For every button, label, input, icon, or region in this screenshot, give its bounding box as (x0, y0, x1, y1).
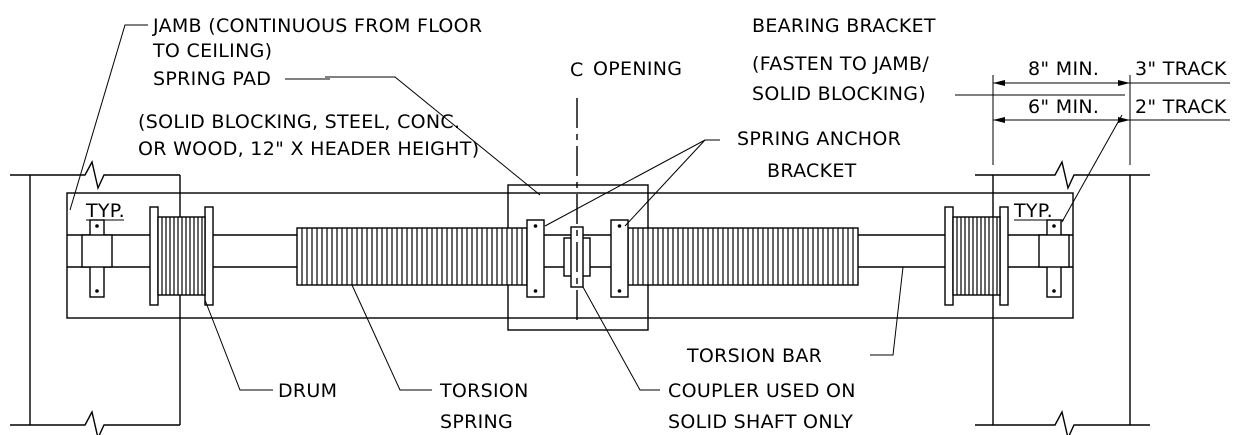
dimension-lines (955, 75, 1230, 165)
label-spring-pad-1: SPRING PAD (153, 68, 271, 90)
right-drum (944, 206, 1009, 306)
header-outline (66, 192, 1074, 319)
label-typ-left: TYP. (85, 200, 125, 222)
label-center-symbol: C (570, 59, 584, 81)
label-spring-pad-2: (SOLID BLOCKING, STEEL, CONC. (138, 111, 460, 133)
label-bearing-bracket-3: SOLID BLOCKING) (752, 83, 926, 105)
label-dim-6-min: 6" MIN. (1028, 96, 1099, 118)
left-torsion-spring (296, 227, 528, 286)
label-spring-anchor-1: SPRING ANCHOR (737, 128, 901, 150)
label-bearing-bracket-1: BEARING BRACKET (752, 15, 936, 37)
label-opening: OPENING (593, 58, 682, 80)
label-jamb-1: JAMB (CONTINUOUS FROM FLOOR (152, 15, 482, 37)
label-bearing-bracket-2: (FASTEN TO JAMB/ (752, 53, 929, 75)
label-track-3: 3" TRACK (1135, 58, 1227, 80)
label-dim-8-min: 8" MIN. (1028, 58, 1099, 80)
label-spring-pad-3: OR WOOD, 12" X HEADER HEIGHT) (138, 138, 479, 160)
right-spring-anchor-bracket (610, 219, 629, 298)
left-drum (149, 206, 214, 306)
label-spring-anchor-2: BRACKET (767, 160, 857, 182)
label-torsion-bar: TORSION BAR (686, 345, 822, 367)
label-track-2: 2" TRACK (1135, 96, 1227, 118)
label-torsion-spring-2: SPRING (440, 411, 513, 433)
labels: JAMB (CONTINUOUS FROM FLOOR TO CEILING) … (85, 15, 1227, 433)
label-jamb-2: TO CEILING) (152, 40, 272, 62)
label-coupler-2: SOLID SHAFT ONLY (668, 411, 853, 433)
label-torsion-spring-1: TORSION (439, 380, 529, 402)
label-drum: DRUM (278, 380, 337, 402)
label-typ-right: TYP. (1013, 200, 1053, 222)
left-spring-anchor-bracket (526, 219, 545, 298)
left-bearing-bracket (81, 219, 113, 298)
right-bearing-bracket (1038, 219, 1070, 298)
right-torsion-spring (627, 227, 859, 286)
leader-lines (69, 24, 1123, 391)
label-coupler-1: COUPLER USED ON (668, 380, 856, 402)
